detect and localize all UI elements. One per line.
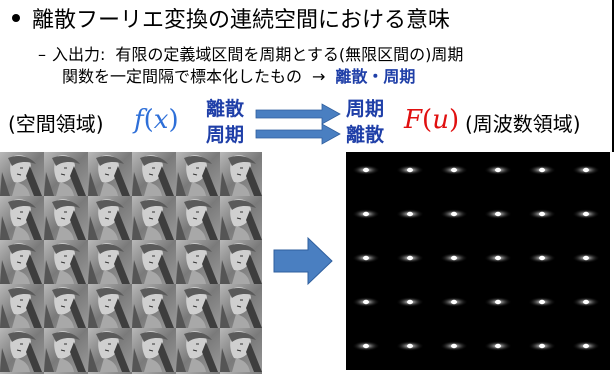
sub-item-line1: –入出力: 有限の定義域区間を周期とする(無限区間の)周期 <box>38 44 463 66</box>
bullet-heading: 離散フーリエ変換の連続空間における意味 <box>12 6 450 36</box>
mapping-left-2: 周期 <box>206 124 245 146</box>
spatial-function: f(x) <box>134 105 179 135</box>
spectrum-image <box>346 152 612 374</box>
bullet-text: 離散フーリエ変換の連続空間における意味 <box>32 8 451 33</box>
mapping-left: 離散 周期 <box>206 97 244 149</box>
sub-arrow: → <box>312 67 326 86</box>
mapping-arrows <box>255 103 341 145</box>
mapping-right: 周期 離散 <box>346 97 384 149</box>
transform-arrow-icon <box>273 236 333 286</box>
sub-label: 入出力: <box>52 45 106 64</box>
sub-line1-text: 有限の定義域区間を周期とする(無限区間の)周期 <box>115 45 464 64</box>
sub-line2-text: 関数を一定間隔で標本化したもの <box>62 67 303 86</box>
frame-border <box>612 0 614 152</box>
mapping-right-1: 周期 <box>346 98 385 120</box>
mapping-arrow-top-icon <box>255 103 341 125</box>
sub-dash: – <box>38 45 46 64</box>
bullet-dot-icon <box>12 14 20 22</box>
mapping-arrow-bottom-icon <box>255 123 341 145</box>
frequency-function: F(u) <box>404 105 460 135</box>
spatial-domain-label: (空間領域) <box>8 112 104 136</box>
tiled-image <box>0 152 262 374</box>
sub-item-line2: 関数を一定間隔で標本化したもの → 離散・周期 <box>62 66 415 88</box>
frequency-domain-label: (周波数領域) <box>465 112 581 136</box>
sub-result: 離散・周期 <box>335 67 416 86</box>
mapping-right-2: 離散 <box>346 124 385 146</box>
mapping-left-1: 離散 <box>206 98 245 120</box>
